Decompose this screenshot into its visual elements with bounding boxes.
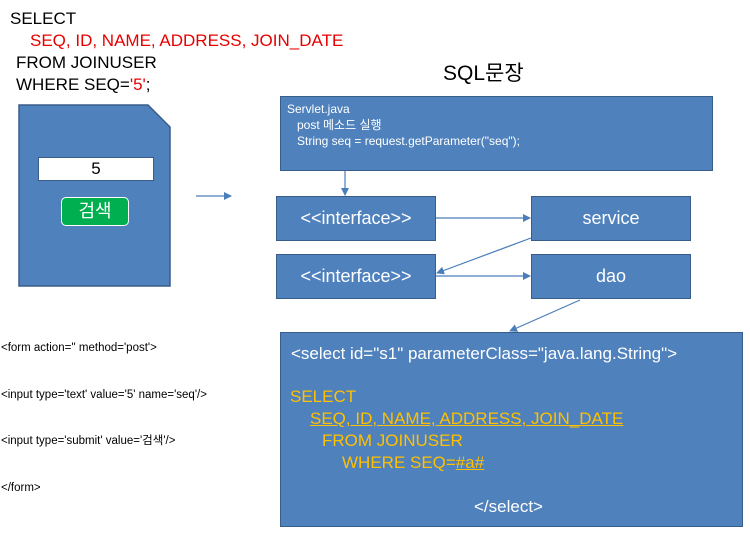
mapper-sql-columns: SEQ, ID, NAME, ADDRESS, JOIN_DATE [310, 409, 624, 428]
servlet-get-parameter: String seq = request.getParameter("seq")… [297, 134, 520, 148]
mapper-select-box: <select id="s1" parameterClass="java.lan… [280, 332, 743, 527]
service-box: service [531, 196, 691, 241]
search-button[interactable]: 검색 [61, 197, 129, 226]
seq-input[interactable]: 5 [38, 157, 154, 181]
form-page-shape [18, 104, 171, 287]
sql-where-value: '5' [129, 75, 146, 94]
mapper-sql-select: SELECT [290, 387, 357, 406]
sql-line-where: WHERE SEQ='5'; [10, 74, 343, 96]
servlet-post-method: post 메소드 실행 [297, 118, 382, 132]
servlet-box: Servlet.java post 메소드 실행 String seq = re… [280, 96, 713, 171]
dao-box: dao [531, 254, 691, 299]
html-code-line: <input type='text' value='5' name='seq'/… [1, 388, 207, 401]
sql-line-select: SELECT [10, 9, 77, 28]
sql-where-suffix: ; [145, 75, 151, 94]
interface-dao-box: <<interface>> [276, 254, 436, 299]
html-code-line: <input type='submit' value='검색'/> [1, 435, 176, 447]
servlet-filename: Servlet.java [287, 102, 350, 116]
html-code-line: </form> [1, 481, 41, 494]
arrow-service-to-interface [436, 237, 532, 275]
mapper-select-open-tag: <select id="s1" parameterClass="java.lan… [291, 344, 678, 363]
mapper-sql-from: FROM JOINUSER [322, 431, 463, 450]
sql-line-from: FROM JOINUSER [16, 53, 157, 72]
sql-statement: SELECT SEQ, ID, NAME, ADDRESS, JOIN_DATE… [10, 8, 343, 96]
mapper-sql-where: WHERE SEQ=#a# [342, 452, 484, 474]
html-code-line: <form action='' method='post'> [1, 342, 157, 354]
interface-service-box: <<interface>> [276, 196, 436, 241]
arrow-dao-to-mapper [509, 299, 581, 332]
mapper-where-prefix: WHERE SEQ= [342, 453, 456, 472]
sql-where-prefix: WHERE SEQ= [16, 75, 130, 94]
mapper-where-param: #a# [455, 453, 485, 472]
mapper-select-close-tag: </select> [474, 497, 543, 516]
sql-label: SQL문장 [443, 62, 524, 85]
sql-line-columns: SEQ, ID, NAME, ADDRESS, JOIN_DATE [30, 31, 344, 50]
html-form-code: <form action='' method='post'> <input ty… [1, 310, 207, 512]
